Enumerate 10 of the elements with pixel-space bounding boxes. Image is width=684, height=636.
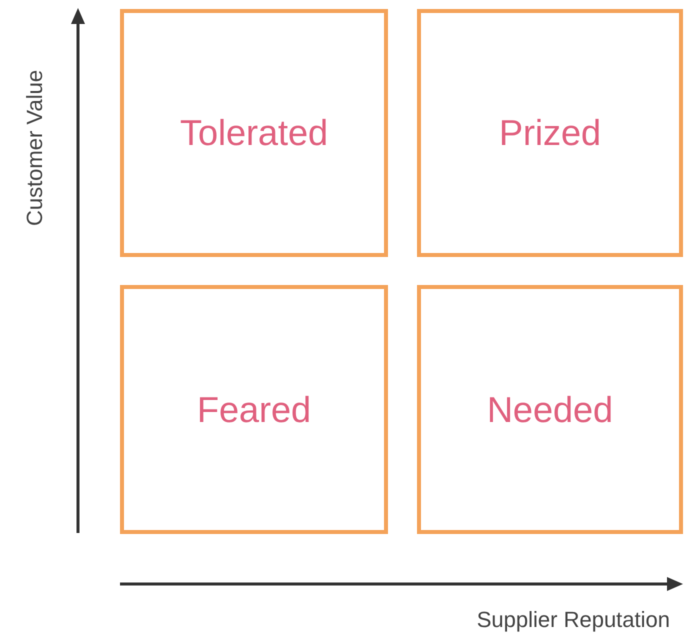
y-axis-title: Customer Value	[22, 70, 48, 226]
quadrant-label: Feared	[196, 388, 312, 430]
quadrant-label: Needed	[486, 388, 614, 430]
quadrant-box	[120, 285, 388, 534]
quadrant-box	[417, 9, 683, 257]
quadrant-box	[120, 9, 388, 257]
quadrant-box	[417, 285, 683, 534]
x-axis-title: Supplier Reputation	[476, 607, 670, 633]
quadrant-label: Tolerated	[180, 112, 328, 154]
quadrant-label: Prized	[498, 112, 602, 154]
